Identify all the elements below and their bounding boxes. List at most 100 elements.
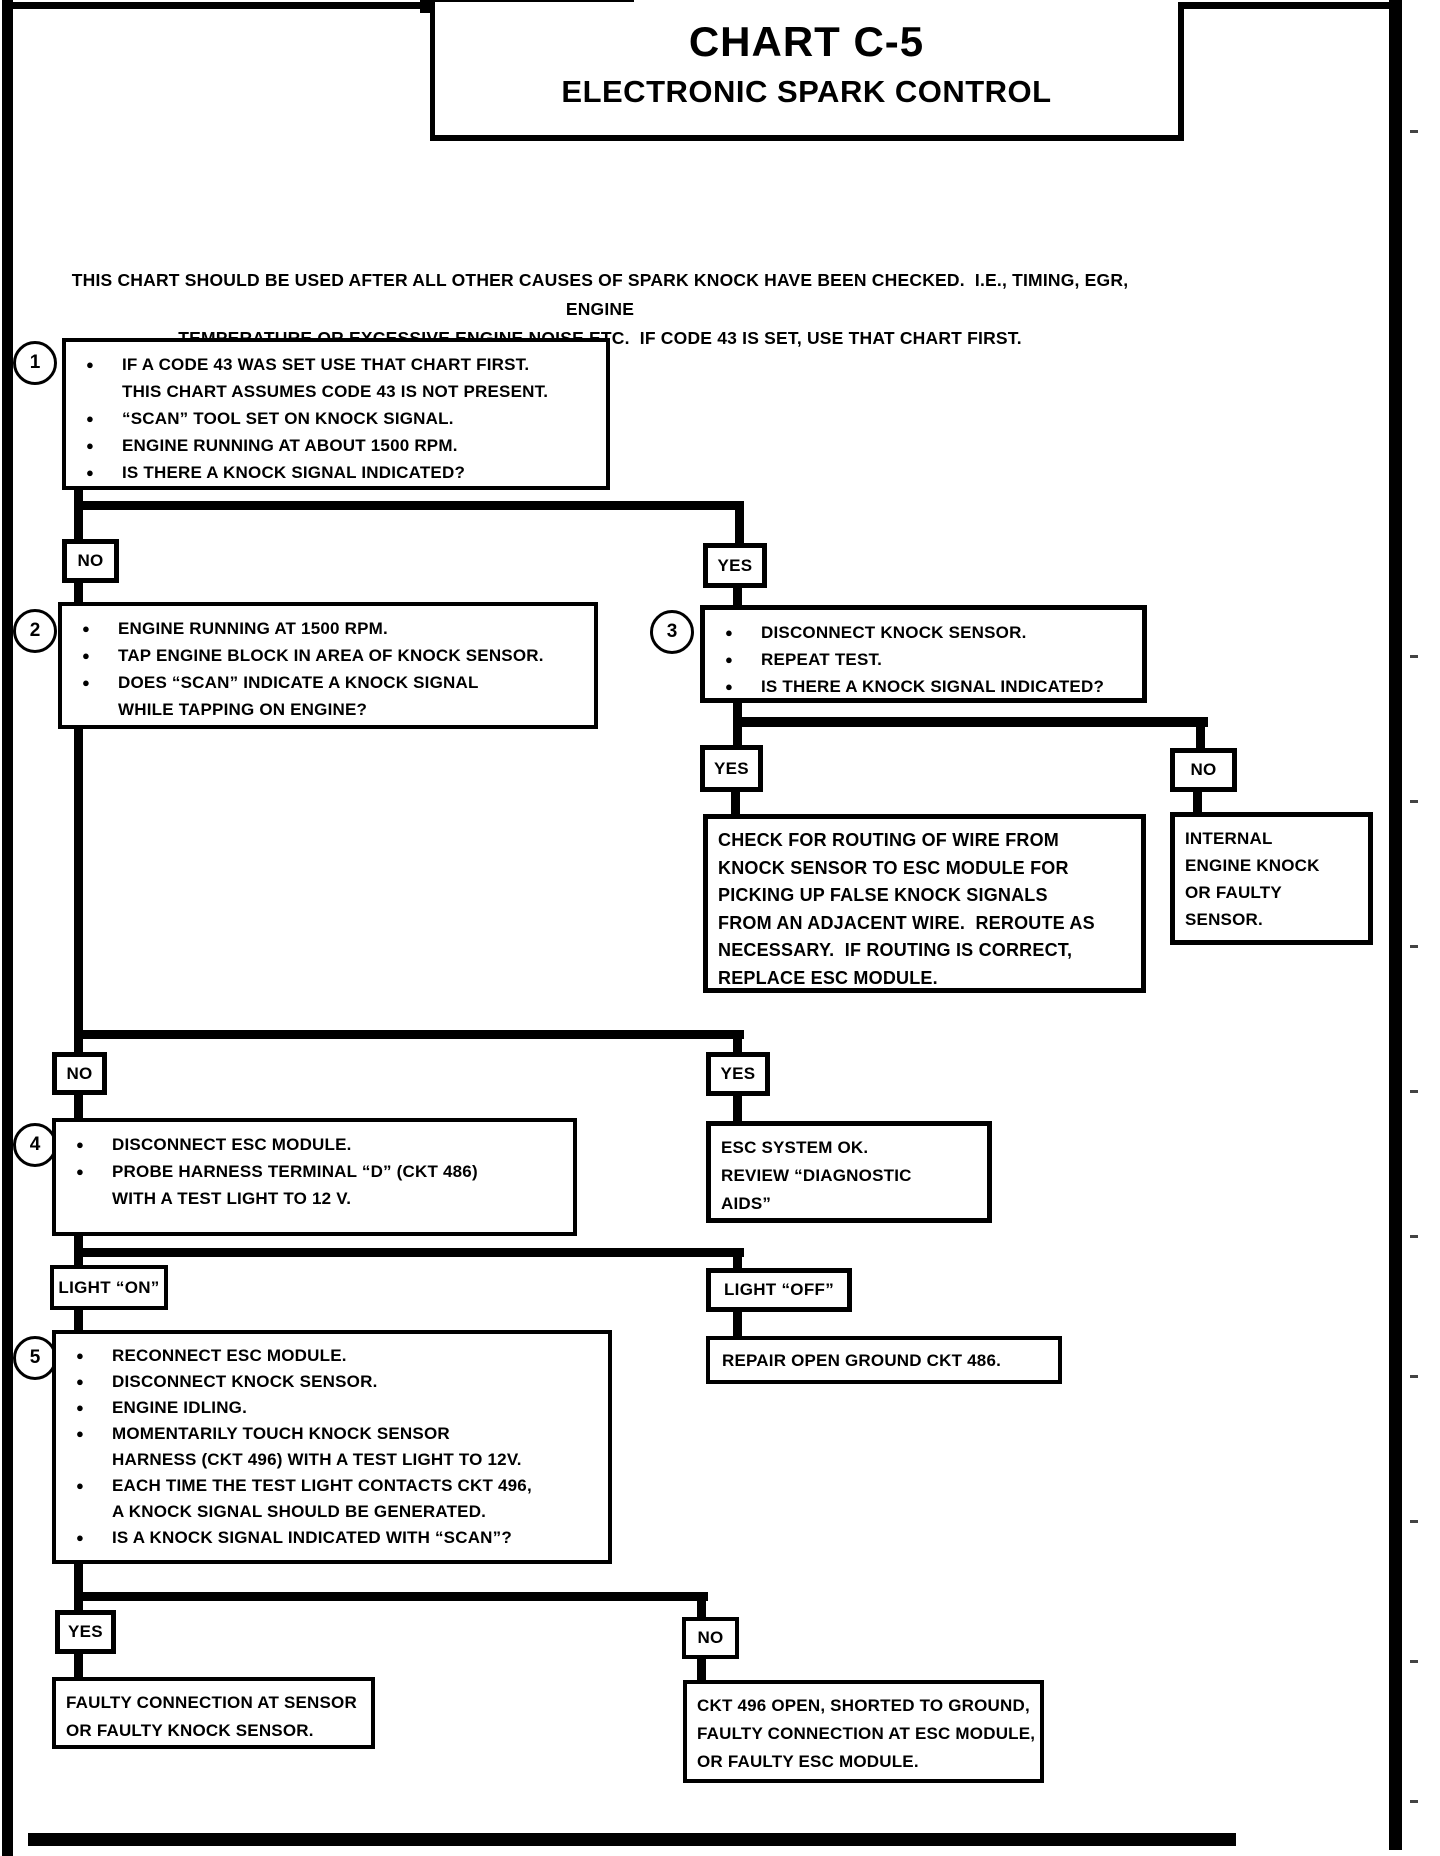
bullet-icon: ● [76, 1137, 85, 1152]
step-line-text: MOMENTARILY TOUCH KNOCK SENSOR [112, 1424, 450, 1443]
terminal-esc-ok: ESC SYSTEM OK. REVIEW “DIAGNOSTIC AIDS” [706, 1121, 992, 1223]
step-number-text: 4 [29, 1134, 41, 1155]
terminal-line: OR FAULTY KNOCK SENSOR. [66, 1721, 314, 1740]
step-line-text: ENGINE IDLING. [112, 1398, 248, 1417]
connector-line [1196, 727, 1205, 749]
branch-yes-3: YES [706, 1052, 770, 1096]
step-line-text: IS THERE A KNOCK SIGNAL INDICATED? [122, 463, 466, 482]
bullet-icon: ● [86, 465, 95, 480]
bullet-icon: ● [725, 679, 734, 694]
branch-label-text: NO [1190, 760, 1217, 779]
bullet-icon: ● [82, 621, 91, 636]
step-number-text: 3 [666, 621, 678, 642]
terminal-line: OR FAULTY ESC MODULE. [697, 1752, 919, 1771]
step-line: ● REPEAT TEST. [719, 646, 1132, 673]
step-5-box: ● RECONNECT ESC MODULE. ● DISCONNECT KNOCK… [52, 1330, 612, 1564]
step-line: ●EACH TIME THE TEST LIGHT CONTACTS CKT 4… [70, 1473, 598, 1499]
branch-yes-2: YES [700, 745, 763, 792]
title-box: CHART C-5 ELECTRONIC SPARK CONTROL [430, 2, 1184, 141]
bullet-icon: ● [76, 1164, 85, 1179]
branch-light-off: LIGHT “OFF” [706, 1268, 852, 1312]
step-line: ● RECONNECT ESC MODULE. [70, 1343, 598, 1369]
step-line-text: IS A KNOCK SIGNAL INDICATED WITH “SCAN”? [112, 1528, 512, 1547]
connector-line [731, 792, 740, 816]
step-4-number: 4 [13, 1123, 57, 1167]
margin-tick [1410, 1520, 1418, 1523]
branch-no-4: NO [682, 1617, 739, 1659]
branch-label-text: NO [66, 1063, 93, 1083]
step-line: ● IF A CODE 43 WAS SET USE THAT CHART FIR… [80, 351, 596, 378]
branch-light-on: LIGHT “ON” [50, 1265, 168, 1310]
step-line: ● ENGINE IDLING. [70, 1395, 598, 1421]
step-line-text: ENGINE RUNNING AT 1500 RPM. [118, 619, 388, 638]
margin-tick [1410, 655, 1418, 658]
bullet-icon: ● [86, 357, 95, 372]
step-number-text: 2 [29, 620, 41, 641]
branch-label-text: YES [717, 555, 753, 575]
step-line-text: A KNOCK SIGNAL SHOULD BE GENERATED. [112, 1502, 487, 1521]
page-border-left [2, 0, 13, 1856]
margin-tick [1410, 800, 1418, 803]
connector-line [74, 1248, 744, 1257]
bullet-icon: ● [86, 438, 95, 453]
margin-tick [1410, 130, 1418, 133]
terminal-line: FAULTY CONNECTION AT SENSOR [66, 1693, 357, 1712]
bullet-icon: ● [76, 1374, 85, 1389]
step-2-number: 2 [13, 609, 57, 653]
terminal-faulty-sensor: FAULTY CONNECTION AT SENSOR OR FAULTY KN… [52, 1677, 375, 1749]
step-line-text: RECONNECT ESC MODULE. [112, 1346, 347, 1365]
bullet-icon: ● [76, 1348, 85, 1363]
step-2-box: ● ENGINE RUNNING AT 1500 RPM. ●TAP ENGINE… [58, 602, 598, 729]
step-line: WHILE TAPPING ON ENGINE? [76, 696, 584, 723]
step-line: ● IS THERE A KNOCK SIGNAL INDICATED? [80, 459, 596, 486]
terminal-line: FROM AN ADJACENT WIRE. REROUTE AS [718, 912, 1095, 933]
terminal-line: REVIEW “DIAGNOSTIC [721, 1166, 912, 1185]
branch-label-text: NO [77, 551, 104, 570]
page-border-right [1389, 0, 1402, 1850]
branch-label-text: YES [720, 1064, 756, 1083]
bullet-icon: ● [76, 1478, 85, 1493]
step-line-text: WHILE TAPPING ON ENGINE? [118, 700, 368, 719]
bullet-icon: ● [725, 625, 734, 640]
connector-line [735, 501, 744, 545]
branch-no-2: NO [1170, 748, 1237, 792]
terminal-line: ENGINE KNOCK [1185, 856, 1320, 875]
step-line: ●DISCONNECT ESC MODULE. [70, 1131, 563, 1158]
step-line-text: REPEAT TEST. [761, 650, 883, 669]
step-line-text: DISCONNECT KNOCK SENSOR. [761, 623, 1027, 642]
step-line: ● ENGINE RUNNING AT 1500 RPM. [76, 615, 584, 642]
branch-label-text: YES [68, 1622, 103, 1641]
connector-line [74, 583, 83, 603]
connector-line [733, 1257, 742, 1270]
connector-line [74, 1039, 83, 1053]
bullet-icon: ● [76, 1400, 85, 1415]
page-title: CHART C-5 [688, 18, 925, 65]
connector-line [74, 1257, 83, 1267]
connector-line [733, 727, 742, 746]
connector-line [1193, 792, 1202, 814]
bullet-icon: ● [86, 411, 95, 426]
step-line: THIS CHART ASSUMES CODE 43 IS NOT PRESEN… [80, 378, 596, 405]
bullet-icon: ● [725, 652, 734, 667]
step-line-text: DISCONNECT KNOCK SENSOR. [112, 1372, 378, 1391]
terminal-line: KNOCK SENSOR TO ESC MODULE FOR [718, 857, 1069, 878]
step-line: ●TAP ENGINE BLOCK IN AREA OF KNOCK SENSO… [76, 642, 584, 669]
step-line: ● DISCONNECT KNOCK SENSOR. [70, 1369, 598, 1395]
step-line-text: THIS CHART ASSUMES CODE 43 IS NOT PRESEN… [122, 382, 549, 401]
step-line: WITH A TEST LIGHT TO 12 V. [70, 1185, 563, 1212]
connector-line [733, 588, 742, 606]
terminal-line: OR FAULTY [1185, 883, 1282, 902]
terminal-line: SENSOR. [1185, 910, 1263, 929]
terminal-line: PICKING UP FALSE KNOCK SIGNALS [718, 885, 1048, 905]
bullet-icon: ● [76, 1530, 85, 1545]
terminal-line: FAULTY CONNECTION AT ESC MODULE, [697, 1724, 1036, 1743]
bullet-icon: ● [82, 675, 91, 690]
step-line: ● DISCONNECT KNOCK SENSOR. [719, 619, 1132, 646]
step-line: ●MOMENTARILY TOUCH KNOCK SENSOR [70, 1421, 598, 1447]
connector-line [74, 1030, 744, 1039]
step-line-text: IF A CODE 43 WAS SET USE THAT CHART FIRS… [122, 355, 530, 374]
step-5-number: 5 [13, 1336, 57, 1380]
step-4-box: ●DISCONNECT ESC MODULE. ●PROBE HARNESS T… [52, 1118, 577, 1236]
connector-line [733, 1312, 742, 1338]
